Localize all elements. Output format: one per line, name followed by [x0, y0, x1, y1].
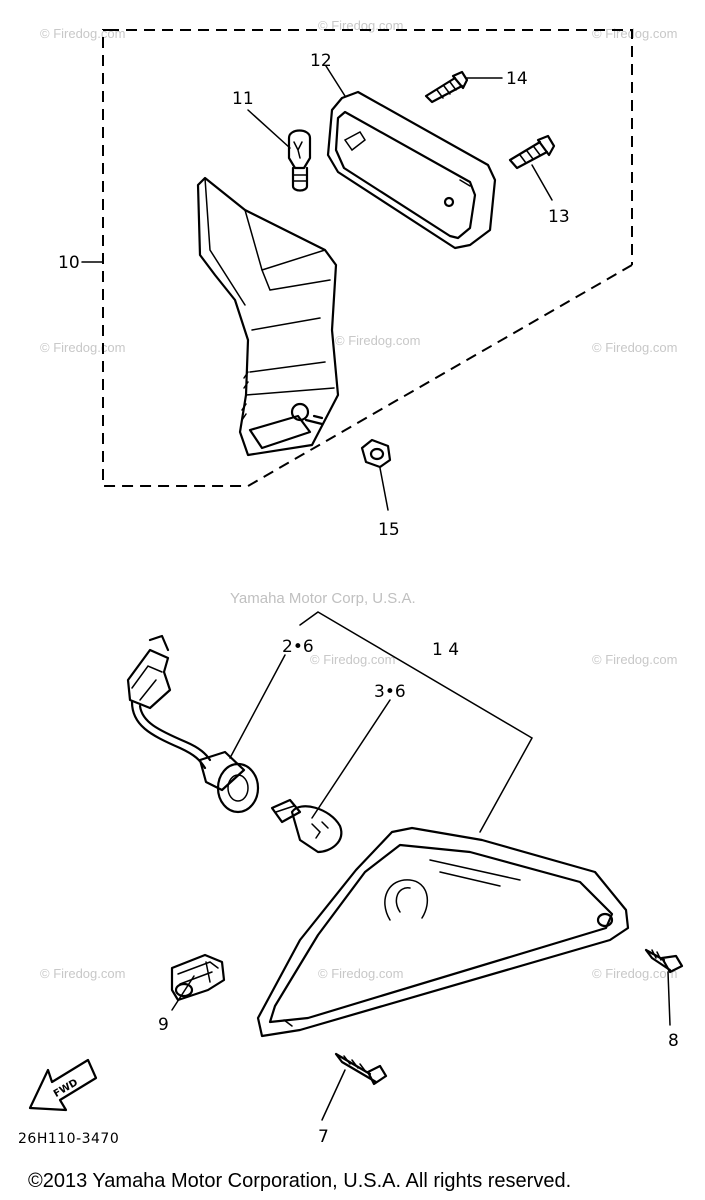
watermark: © Firedog.com — [592, 966, 677, 981]
callout-10: 10 — [58, 253, 80, 273]
watermark: © Firedog.com — [40, 26, 125, 41]
upper-assembly — [81, 29, 633, 511]
grommet-15 — [360, 438, 392, 469]
turn-signal-housing — [196, 176, 340, 457]
lens-lower — [256, 826, 630, 1038]
watermark: © Firedog.com — [310, 652, 395, 667]
callout-3-6: 3•6 — [374, 682, 406, 702]
leader-15 — [379, 467, 389, 511]
screw-13 — [508, 134, 556, 170]
wire-harness — [126, 634, 260, 814]
leader-8 — [667, 971, 671, 1026]
assembly-boundary — [102, 29, 633, 487]
callout-8: 8 — [668, 1031, 679, 1051]
callout-14-lower: 1 4 — [432, 640, 459, 660]
watermark: © Firedog.com — [40, 966, 125, 981]
leader-14-bracket — [299, 611, 534, 833]
watermark: © Firedog.com — [335, 333, 420, 348]
leader-12 — [325, 65, 346, 97]
bulb-11 — [287, 129, 312, 192]
leader-26 — [229, 654, 286, 759]
callout-14: 14 — [506, 69, 528, 89]
callout-12: 12 — [310, 51, 332, 71]
watermarks: © Firedog.com © Firedog.com © Firedog.co… — [40, 18, 677, 981]
clip-9 — [170, 953, 226, 1002]
watermark: © Firedog.com — [40, 340, 125, 355]
callout-7: 7 — [318, 1127, 329, 1147]
watermark: © Firedog.com — [592, 340, 677, 355]
watermark: © Firedog.com — [318, 966, 403, 981]
screw-14 — [424, 70, 469, 104]
callout-11: 11 — [232, 89, 254, 109]
leader-36 — [311, 699, 391, 819]
fwd-arrow-icon: FWD — [28, 1058, 98, 1112]
leader-11 — [247, 109, 291, 149]
screw-7 — [334, 1052, 388, 1086]
bulb-lower — [270, 798, 343, 854]
diagram-code: 26H110-3470 — [18, 1131, 119, 1147]
leader-13 — [531, 164, 553, 201]
callout-13: 13 — [548, 207, 570, 227]
copyright-notice: ©2013 Yamaha Motor Corporation, U.S.A. A… — [28, 1170, 571, 1192]
watermark: © Firedog.com — [592, 26, 677, 41]
leader-7 — [321, 1069, 346, 1121]
callout-9: 9 — [158, 1015, 169, 1035]
leader-9 — [171, 975, 195, 1011]
lower-assembly — [126, 611, 684, 1121]
lens-12 — [326, 90, 497, 250]
callout-15: 15 — [378, 520, 400, 540]
watermark: © Firedog.com — [592, 652, 677, 667]
yamaha-credit: Yamaha Motor Corp, U.S.A. — [230, 590, 416, 607]
callout-2-6: 2•6 — [282, 637, 314, 657]
screw-8 — [644, 948, 684, 974]
